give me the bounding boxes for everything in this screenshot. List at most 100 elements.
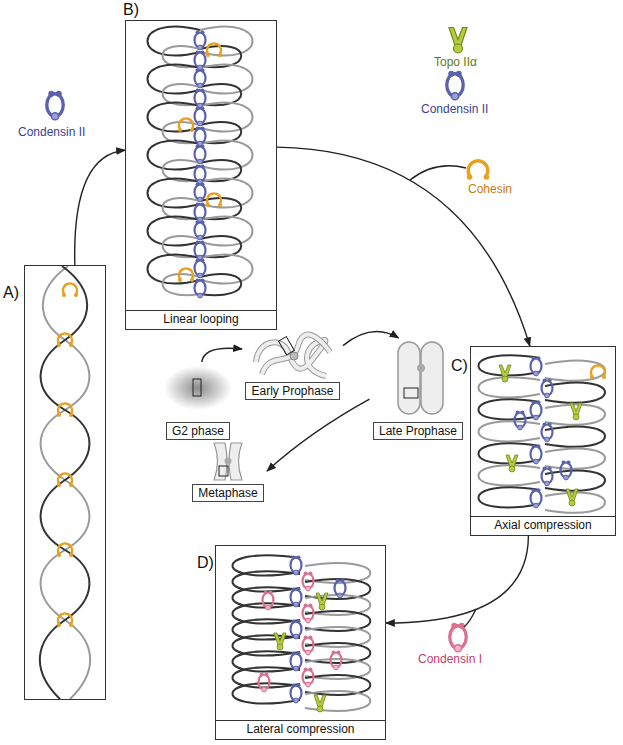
loop [148,64,201,93]
centromere [417,364,425,372]
condensin-i [303,668,314,687]
loop [200,274,241,295]
phase-box: Late Prophase [370,338,467,440]
prophase-chromosome [262,335,330,374]
loop [148,26,201,55]
loop [148,140,201,169]
topo-iia [274,633,286,650]
condensin-i [303,572,314,591]
cohesin [590,365,606,379]
stage-caption: Linear looping [126,310,276,329]
centromere [225,458,232,465]
flow-arrow [386,536,528,623]
phase-label: Metaphase [192,484,263,502]
condensin-i [331,651,342,670]
cohesin [206,193,222,207]
loop [148,216,201,245]
zoom-box [279,337,295,355]
condensin-ii [542,467,553,486]
loop [200,102,253,131]
panel-letter: D) [197,554,214,572]
flow-arrow [75,150,125,265]
protein-label: Condensin II [421,102,488,116]
cohesin [57,613,73,627]
cohesin-key [467,161,489,180]
panel-letter: A) [3,284,19,302]
topo-iia [570,403,582,420]
condensin-ii [531,401,542,420]
condensin-i [259,673,270,692]
loop [148,178,201,207]
condensin-ii [531,357,542,376]
loop [200,140,253,169]
loop [200,64,253,93]
condensin-ii [195,31,206,50]
stage-caption: Axial compression [471,516,615,535]
loop [545,360,605,380]
condensin-i [263,591,274,610]
phase-label: G2 phase [166,422,230,440]
loop [545,470,605,490]
condensin-i [303,604,314,623]
condensin-ii [195,127,206,146]
condensin-ii [195,183,206,202]
stage-caption: Lateral compression [216,720,385,739]
topo-key [449,28,467,54]
condensin-ii [195,69,206,88]
condensin-ii [515,411,526,430]
cohesin [57,403,73,417]
panel-box: A) [24,265,106,700]
condensin-ii [542,423,553,442]
protein-label: Cohesin [468,182,512,196]
panel-box: C)Axial compression [470,346,616,536]
condensin-ii-key [447,71,464,100]
loop [200,254,253,283]
condensin-ii [195,107,206,126]
condensin-ii [195,221,206,240]
condensin-ii [291,652,302,671]
chromatid [421,342,443,414]
phase-box: G2 phase [160,362,236,440]
zoom-box [404,388,418,398]
protein-label: Condensin II [18,125,85,139]
cohesin [57,333,73,347]
condensin-ii [195,51,206,70]
flow-arrow [277,147,530,346]
topo-iia [499,365,511,382]
zoom-box [193,379,201,396]
phase-label: Early Prophase [245,382,339,400]
condensin-ii [291,556,302,575]
panel-letter: C) [451,357,468,375]
loop [200,216,253,245]
cohesin [62,283,78,297]
topo-iia [314,695,326,712]
condensin-ii [195,165,206,184]
condensin-ii [195,259,206,278]
prophase-chromosome [262,335,330,374]
cohesin [57,543,73,557]
topo-iia [506,455,518,472]
condensin-ii [291,588,302,607]
cohesin [178,268,194,282]
condensin-ii [335,579,346,598]
chromatid [398,342,420,414]
loop [479,377,541,397]
loop [545,448,605,468]
cohesin [57,473,73,487]
cohesin [178,118,194,132]
phase-box: Early Prophase [242,332,343,400]
protein-label: Topo IIα [434,55,477,69]
panel-box: D)Lateral compression [215,545,386,740]
condensin-ii [531,489,542,508]
flow-arrow [202,348,242,362]
condensin-ii [531,445,542,464]
release-hook [410,166,466,180]
flow-arrow [343,332,399,346]
zoom-box [219,466,228,476]
loop [479,421,541,441]
condensin-i-key [450,623,467,652]
flow-arrow [267,399,370,471]
condensin-ii [195,89,206,108]
